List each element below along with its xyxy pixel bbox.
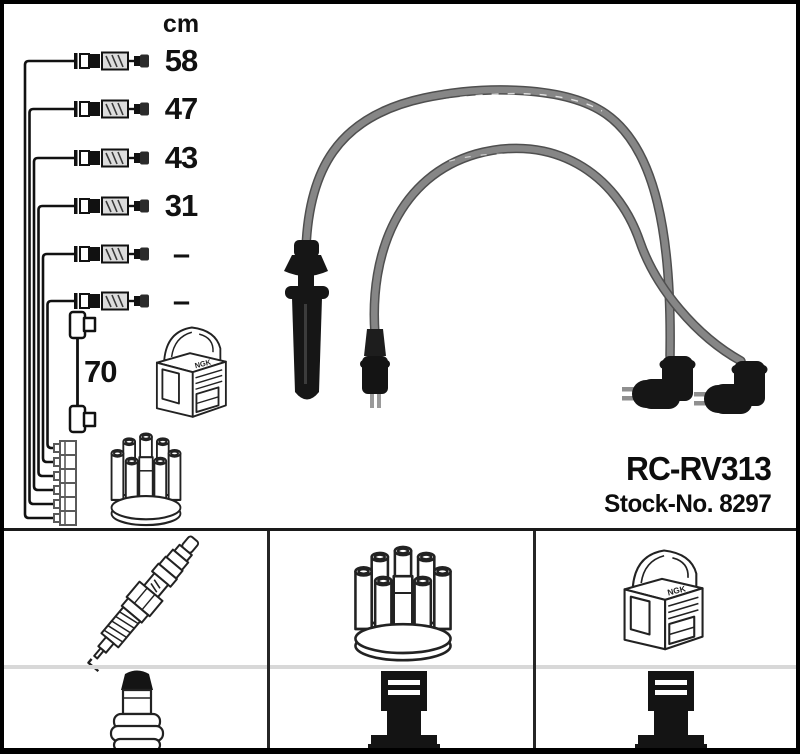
stock-number: Stock-No. 8297 — [603, 490, 772, 518]
angle-connector-1 — [622, 356, 696, 409]
straight-connector — [360, 329, 390, 408]
spark-plug-boot — [284, 240, 329, 400]
product-code: RC-RV313 — [626, 450, 772, 487]
coil-cable-connector-icon — [368, 671, 440, 748]
ignition-coil-icon — [155, 326, 227, 418]
length-value-2: 47 — [164, 91, 198, 126]
cable-end-icons — [72, 51, 151, 311]
length-value-1: 58 — [164, 43, 198, 78]
legend-grid-col-divider-2 — [533, 531, 536, 748]
plug-terminal-nut-icon — [109, 670, 165, 748]
legend-grid-top-border — [4, 528, 796, 531]
spark-plug-icon — [87, 535, 200, 673]
length-value-6: – — [172, 283, 190, 318]
length-diagram — [23, 51, 227, 527]
angle-connector-2 — [694, 361, 768, 414]
ignition-coil-icon — [623, 549, 704, 651]
diagram-artwork: NGK — [23, 51, 768, 748]
legend-grid-col-divider-1 — [267, 531, 270, 748]
length-value-4: 31 — [164, 188, 198, 223]
length-value-5: – — [172, 236, 190, 271]
coil-wire-length-value: 70 — [84, 354, 117, 389]
product-photo — [284, 85, 768, 414]
length-value-3: 43 — [164, 140, 198, 175]
ignition-lead-b — [369, 143, 746, 366]
coil-wire-icon — [68, 310, 97, 434]
distributor-cap-icon — [354, 545, 452, 662]
legend-grid-row-divider — [4, 665, 796, 669]
distributor-cable-connector-icon — [635, 671, 707, 748]
unit-header: cm — [162, 10, 200, 38]
legend-icons — [87, 535, 707, 748]
distributor-cap-icon — [110, 432, 182, 527]
bracket-lines — [23, 59, 76, 520]
ignition-lead-a — [301, 85, 675, 361]
connector-stack-icon — [53, 440, 77, 526]
